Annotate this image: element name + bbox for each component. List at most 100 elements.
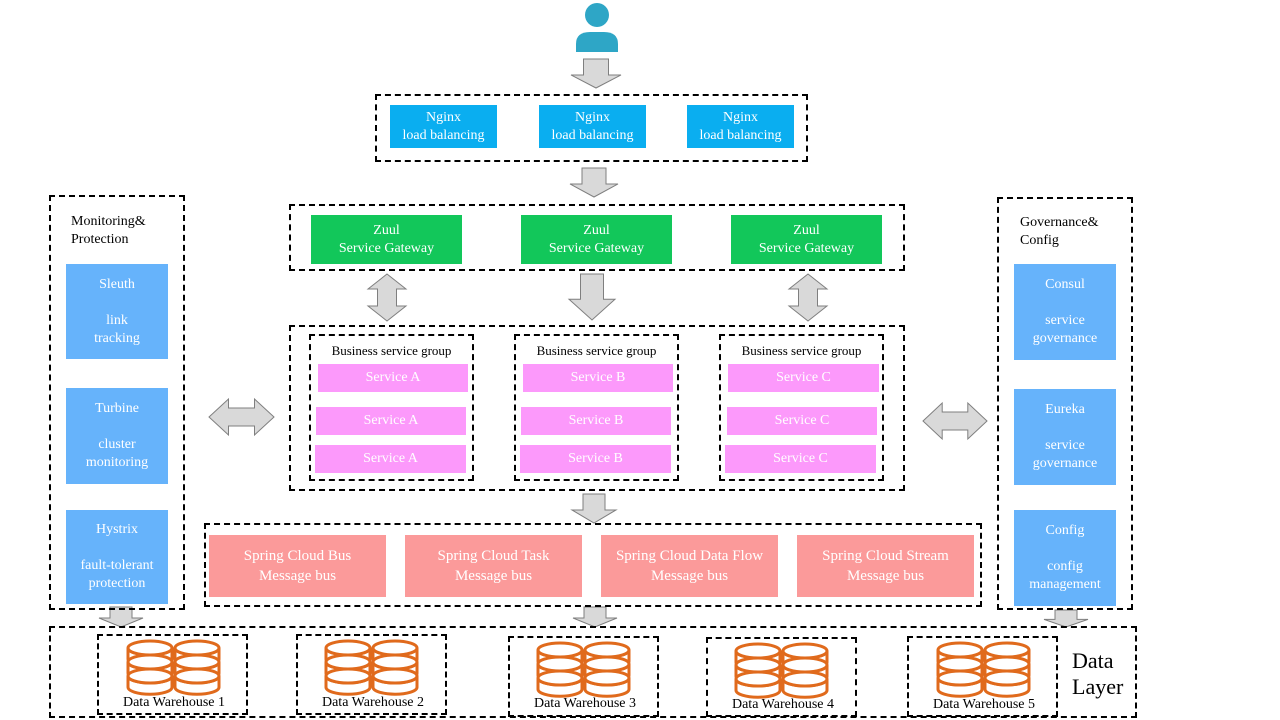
bus-desc: Message bus bbox=[454, 568, 533, 584]
database-icon bbox=[936, 641, 984, 698]
down-arrow bbox=[570, 493, 618, 524]
data-warehouse-frame bbox=[97, 634, 248, 715]
side-item-desc: service governance bbox=[1032, 438, 1098, 471]
data-warehouse-label: Data Warehouse 3 bbox=[533, 696, 637, 711]
data-layer-frame bbox=[49, 626, 1137, 718]
bus-desc: Message bus bbox=[258, 568, 337, 584]
service-box: Service C bbox=[725, 445, 876, 473]
down-arrow bbox=[569, 167, 619, 198]
nginx-desc: load balancing bbox=[402, 127, 485, 143]
message-bus-tier-frame bbox=[204, 523, 982, 607]
bus-desc: Message bus bbox=[846, 568, 925, 584]
nginx-box: Nginx load balancing bbox=[390, 105, 497, 148]
side-item-desc: fault-tolerant protection bbox=[80, 558, 154, 591]
zuul-desc: Service Gateway bbox=[548, 240, 645, 256]
service-box: Service C bbox=[728, 364, 879, 392]
data-layer-title: Data Layer bbox=[1072, 648, 1124, 699]
business-tier-frame bbox=[289, 325, 905, 491]
governance-item-box: Eureka service governance bbox=[1014, 389, 1116, 485]
database-icon bbox=[371, 639, 419, 696]
database-icon bbox=[536, 641, 584, 698]
side-item-desc: cluster monitoring bbox=[85, 437, 149, 470]
monitoring-panel-title: Monitoring& Protection bbox=[71, 214, 146, 247]
nginx-box: Nginx load balancing bbox=[687, 105, 794, 148]
nginx-desc: load balancing bbox=[699, 127, 782, 143]
nginx-tier-frame bbox=[375, 94, 808, 162]
database-icons bbox=[126, 639, 1031, 699]
down-arrow bbox=[570, 58, 622, 89]
data-warehouse-label: Data Warehouse 4 bbox=[731, 697, 835, 712]
flow-arrows bbox=[98, 58, 1089, 628]
service-box: Service A bbox=[318, 364, 468, 392]
database-icon bbox=[324, 639, 372, 696]
vertical-double-arrow bbox=[787, 273, 829, 322]
bus-name: Spring Cloud Stream bbox=[822, 548, 949, 564]
zuul-gateway-box: Zuul Service Gateway bbox=[521, 215, 672, 264]
nginx-desc: load balancing bbox=[551, 127, 634, 143]
database-icon bbox=[583, 641, 631, 698]
bus-desc: Message bus bbox=[650, 568, 729, 584]
bus-name: Spring Cloud Data Flow bbox=[615, 548, 764, 564]
side-item-name: Sleuth bbox=[99, 276, 135, 292]
side-item-name: Hystrix bbox=[96, 522, 138, 537]
service-box: Service B bbox=[521, 407, 671, 435]
governance-panel-frame bbox=[997, 197, 1133, 610]
governance-item-box: Consul service governance bbox=[1014, 264, 1116, 360]
nginx-name: Nginx bbox=[426, 109, 461, 125]
governance-panel-title: Governance& Config bbox=[1020, 215, 1099, 248]
data-warehouse-frame bbox=[508, 636, 659, 717]
nginx-name: Nginx bbox=[575, 109, 610, 125]
monitoring-item-box: Sleuth link tracking bbox=[66, 264, 168, 359]
side-item-name: Eureka bbox=[1045, 402, 1085, 417]
zuul-desc: Service Gateway bbox=[758, 240, 855, 256]
business-group-title: Business service group bbox=[536, 343, 657, 358]
service-box: Service A bbox=[315, 445, 466, 473]
business-group-frame bbox=[309, 334, 474, 481]
zuul-name: Zuul bbox=[793, 222, 820, 238]
monitoring-item-box: Turbine cluster monitoring bbox=[66, 388, 168, 484]
zuul-name: Zuul bbox=[583, 222, 610, 238]
side-item-name: Turbine bbox=[95, 401, 139, 416]
business-group-frame bbox=[514, 334, 679, 481]
side-item-desc: service governance bbox=[1032, 313, 1098, 346]
zuul-desc: Service Gateway bbox=[338, 240, 435, 256]
service-box: Service A bbox=[316, 407, 466, 435]
data-warehouse-frame bbox=[907, 636, 1058, 717]
business-group-frame bbox=[719, 334, 884, 481]
monitoring-panel-frame bbox=[49, 195, 185, 610]
message-bus-box: Spring Cloud Bus Message bus bbox=[209, 535, 386, 597]
data-warehouse-frame bbox=[296, 634, 447, 715]
side-item-desc: config management bbox=[1029, 559, 1101, 592]
data-warehouse-label: Data Warehouse 1 bbox=[122, 695, 226, 710]
service-box: Service B bbox=[520, 445, 671, 473]
bus-name: Spring Cloud Task bbox=[437, 548, 550, 564]
business-group-title: Business service group bbox=[331, 343, 452, 358]
data-warehouse-frame bbox=[706, 637, 857, 717]
message-bus-box: Spring Cloud Data Flow Message bus bbox=[601, 535, 778, 597]
database-icon bbox=[781, 642, 829, 699]
database-icon bbox=[173, 639, 221, 696]
data-warehouse-label: Data Warehouse 5 bbox=[932, 697, 1036, 712]
down-arrow bbox=[98, 606, 144, 628]
zuul-name: Zuul bbox=[373, 222, 400, 238]
service-box: Service B bbox=[523, 364, 673, 392]
data-warehouse-label: Data Warehouse 2 bbox=[321, 695, 425, 710]
gateway-tier-frame bbox=[289, 204, 905, 271]
vertical-double-arrow bbox=[366, 273, 408, 322]
business-group-title: Business service group bbox=[741, 343, 862, 358]
zuul-gateway-box: Zuul Service Gateway bbox=[311, 215, 462, 264]
user-icon bbox=[576, 3, 618, 52]
down-arrow bbox=[567, 273, 617, 321]
horizontal-double-arrow bbox=[922, 401, 988, 441]
side-item-name: Config bbox=[1045, 523, 1085, 538]
governance-item-box: Config config management bbox=[1014, 510, 1116, 606]
message-bus-box: Spring Cloud Stream Message bus bbox=[797, 535, 974, 597]
side-item-name: Consul bbox=[1045, 277, 1085, 292]
database-icon bbox=[983, 641, 1031, 698]
nginx-box: Nginx load balancing bbox=[539, 105, 646, 148]
database-icon bbox=[734, 642, 782, 699]
down-arrow bbox=[572, 606, 618, 628]
monitoring-item-box: Hystrix fault-tolerant protection bbox=[66, 510, 168, 604]
